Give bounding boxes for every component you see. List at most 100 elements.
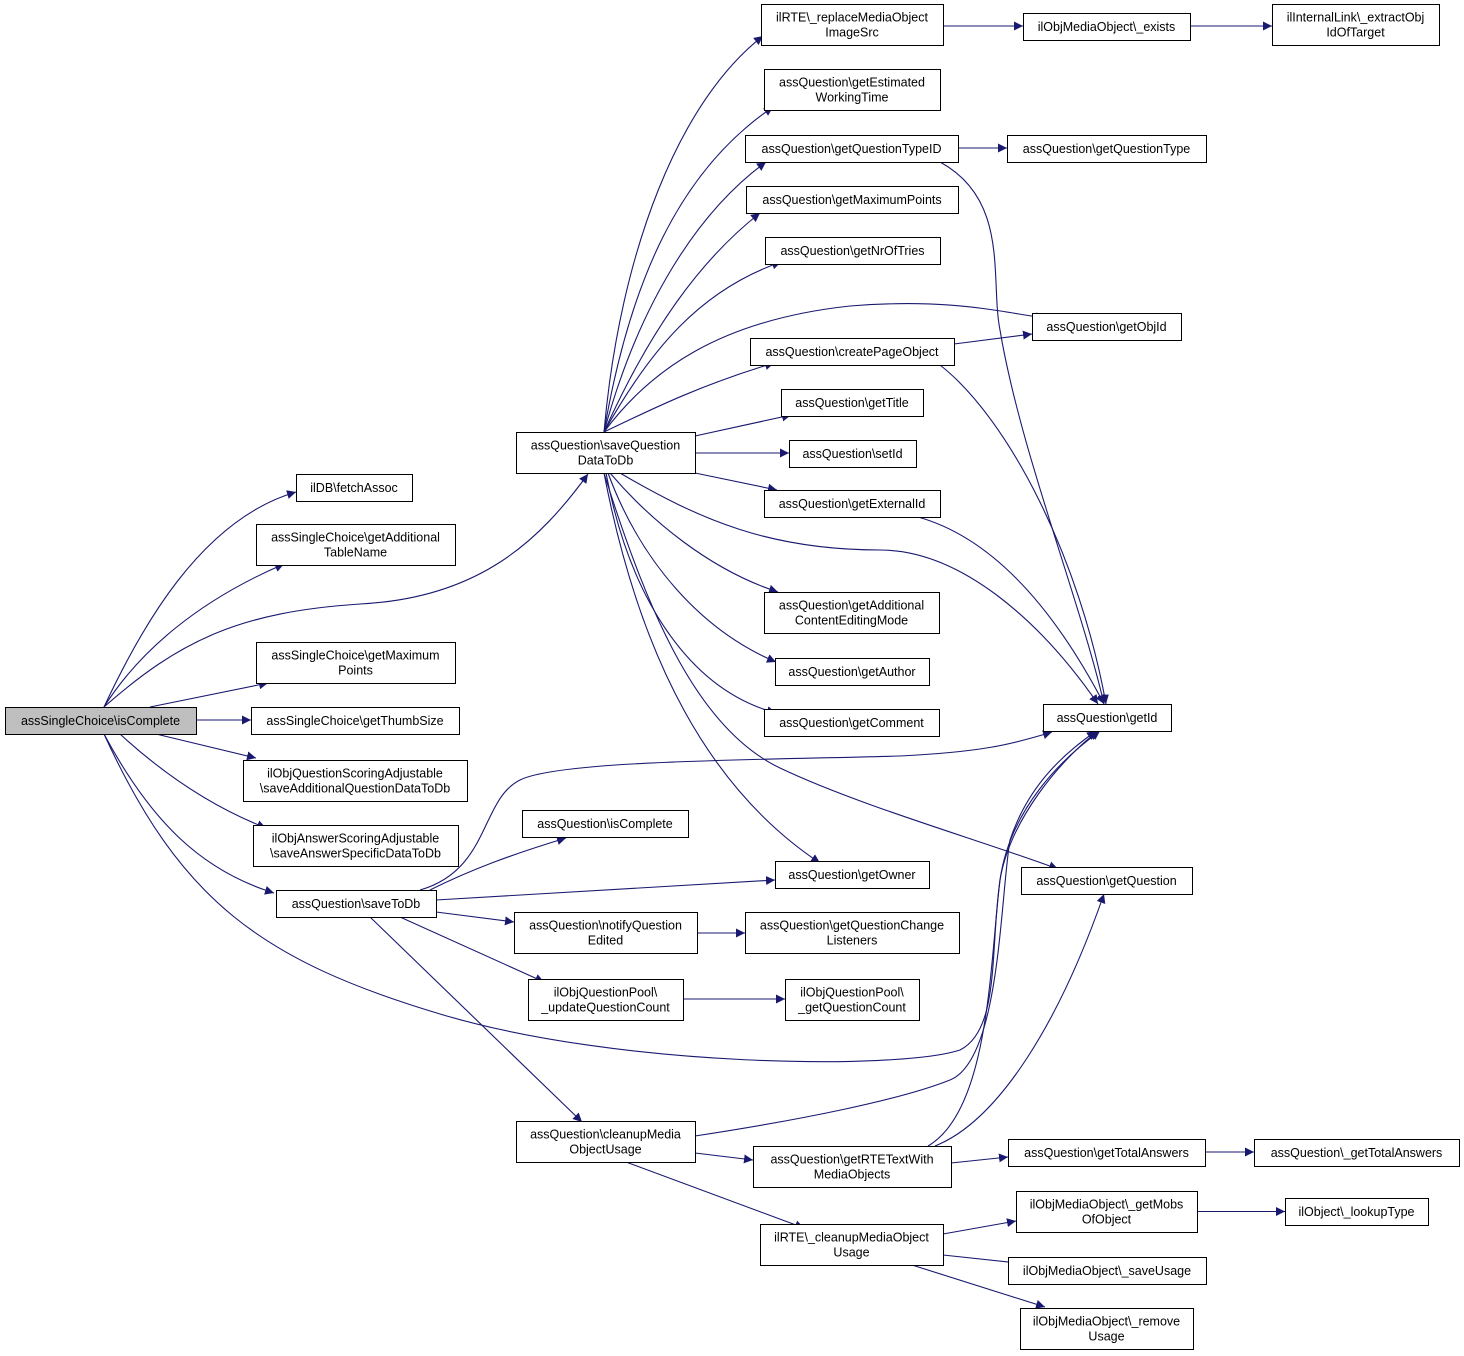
- edge-saveQData-to-getComment: [605, 472, 777, 716]
- node-label-line: assQuestion\getOwner: [788, 868, 915, 882]
- edge-saveQData-to-getEstTime: [603, 106, 774, 433]
- node-label-line: assQuestion\_getTotalAnswers: [1271, 1146, 1443, 1160]
- node-setId[interactable]: assQuestion\setId: [789, 440, 917, 468]
- node-getTitle[interactable]: assQuestion\getTitle: [781, 389, 924, 417]
- node-getAddContent[interactable]: assQuestion\getAdditionalContentEditingM…: [764, 592, 940, 634]
- node-saveToDb[interactable]: assQuestion\saveToDb: [276, 890, 437, 918]
- edge-isComplete-to-scGetMaxPoints: [149, 680, 269, 708]
- node-box: [764, 709, 940, 737]
- node-_getTotalAnswers[interactable]: assQuestion\_getTotalAnswers: [1254, 1139, 1460, 1167]
- node-box: [753, 1146, 952, 1188]
- node-box: [775, 658, 930, 686]
- node-getQType[interactable]: assQuestion\getQuestionType: [1007, 135, 1207, 163]
- node-label-line: WorkingTime: [816, 91, 889, 105]
- node-updateQCount[interactable]: ilObjQuestionPool\_updateQuestionCount: [528, 979, 684, 1021]
- edge-saveQData-to-getAuthor: [607, 472, 777, 663]
- node-label-line: ilRTE\_replaceMediaObject: [776, 11, 928, 25]
- node-mobExists[interactable]: ilObjMediaObject\_exists: [1023, 13, 1191, 41]
- edge-cleanupMedia-to-rteCleanup: [625, 1161, 805, 1230]
- node-saveUsage[interactable]: ilObjMediaObject\_saveUsage: [1008, 1257, 1207, 1285]
- node-isComplete[interactable]: assSingleChoice\isComplete: [5, 707, 197, 735]
- node-label-line: assQuestion\getId: [1057, 711, 1158, 725]
- node-lookupType[interactable]: ilObject\_lookupType: [1285, 1198, 1429, 1226]
- node-box: [1272, 4, 1440, 46]
- node-label-line: assQuestion\getExternalId: [779, 497, 926, 511]
- node-label-line: Points: [338, 664, 373, 678]
- node-box: [522, 810, 689, 838]
- node-saveAnswerData[interactable]: ilObjAnswerScoringAdjustable\saveAnswerS…: [253, 825, 459, 867]
- node-getComment[interactable]: assQuestion\getComment: [764, 709, 940, 737]
- node-label-line: TableName: [324, 546, 387, 560]
- node-box: [1032, 313, 1182, 341]
- edge-saveQData-to-getAddContent: [609, 472, 779, 594]
- node-qGetMaxPoints[interactable]: assQuestion\getMaximumPoints: [746, 186, 959, 214]
- node-getAuthor[interactable]: assQuestion\getAuthor: [775, 658, 930, 686]
- node-label-line: ilRTE\_cleanupMediaObject: [774, 1231, 929, 1245]
- node-getTotalAnswers[interactable]: assQuestion\getTotalAnswers: [1008, 1139, 1206, 1167]
- edge-saveQData-to-getOwner: [603, 472, 821, 864]
- node-label-line: assQuestion\getMaximumPoints: [762, 193, 941, 207]
- node-label-line: assQuestion\getEstimated: [779, 76, 925, 90]
- node-label-line: _getQuestionCount: [797, 1001, 906, 1015]
- edge-saveQData-to-getExtId: [694, 472, 778, 493]
- edge-saveToDb-to-qIsComplete: [429, 836, 567, 891]
- node-box: [764, 69, 941, 111]
- edge-saveToDb-to-notifyEdited: [435, 911, 515, 926]
- node-label-line: ilObject\_lookupType: [1298, 1205, 1414, 1219]
- edge-saveQData-to-getQuestion: [603, 472, 1059, 871]
- edge-createPageObj-to-getObjId: [953, 330, 1033, 345]
- node-box: [276, 890, 437, 918]
- edge-saveQData-to-getQTypeID: [603, 161, 767, 433]
- node-box: [296, 474, 413, 502]
- node-getQTypeID[interactable]: assQuestion\getQuestionTypeID: [745, 135, 959, 163]
- edge-saveToDb-to-cleanupMedia: [369, 916, 583, 1123]
- node-label-line: assQuestion\getTitle: [795, 396, 909, 410]
- node-createPageObj[interactable]: assQuestion\createPageObject: [750, 338, 955, 366]
- edge-saveQData-to-getNrOfTries: [603, 260, 782, 433]
- node-saveAddQData[interactable]: ilObjQuestionScoringAdjustable\saveAddit…: [243, 760, 468, 802]
- node-fetchAssoc[interactable]: ilDB\fetchAssoc: [296, 474, 413, 502]
- node-getObjId[interactable]: assQuestion\getObjId: [1032, 313, 1182, 341]
- node-label-line: ilObjMediaObject\_getMobs: [1030, 1198, 1184, 1212]
- node-label-line: MediaObjects: [814, 1168, 890, 1182]
- node-label-line: assSingleChoice\getAdditional: [271, 531, 440, 545]
- edge-saveToDb-to-updateQCount: [399, 916, 545, 983]
- node-getExtId[interactable]: assQuestion\getExternalId: [764, 490, 941, 518]
- node-label-line: assQuestion\getAdditional: [779, 599, 924, 613]
- node-label-line: assSingleChoice\getMaximum: [271, 649, 439, 663]
- node-box: [775, 861, 930, 889]
- edge-rteCleanup-to-saveUsage: [942, 1254, 1019, 1267]
- node-getId[interactable]: assQuestion\getId: [1043, 704, 1172, 732]
- node-scGetMaxPoints[interactable]: assSingleChoice\getMaximumPoints: [256, 642, 456, 684]
- node-box: [1043, 704, 1172, 732]
- node-box: [764, 592, 940, 634]
- node-getQuestion[interactable]: assQuestion\getQuestion: [1021, 867, 1193, 895]
- node-getOwner[interactable]: assQuestion\getOwner: [775, 861, 930, 889]
- node-getNrOfTries[interactable]: assQuestion\getNrOfTries: [765, 237, 941, 265]
- node-getQCount[interactable]: ilObjQuestionPool\_getQuestionCount: [785, 979, 920, 1021]
- node-box: [243, 760, 468, 802]
- node-label-line: assQuestion\getNrOfTries: [780, 244, 924, 258]
- edge-isComplete-to-getAddTableName: [103, 563, 285, 708]
- node-box: [1020, 1308, 1194, 1350]
- node-box: [256, 524, 456, 566]
- node-getThumbSize[interactable]: assSingleChoice\getThumbSize: [251, 707, 460, 735]
- edge-getQTypeID-to-getId: [939, 161, 1107, 705]
- node-qIsComplete[interactable]: assQuestion\isComplete: [522, 810, 689, 838]
- node-label-line: ilObjAnswerScoringAdjustable: [272, 832, 439, 846]
- node-label-line: assQuestion\saveQuestion: [531, 439, 680, 453]
